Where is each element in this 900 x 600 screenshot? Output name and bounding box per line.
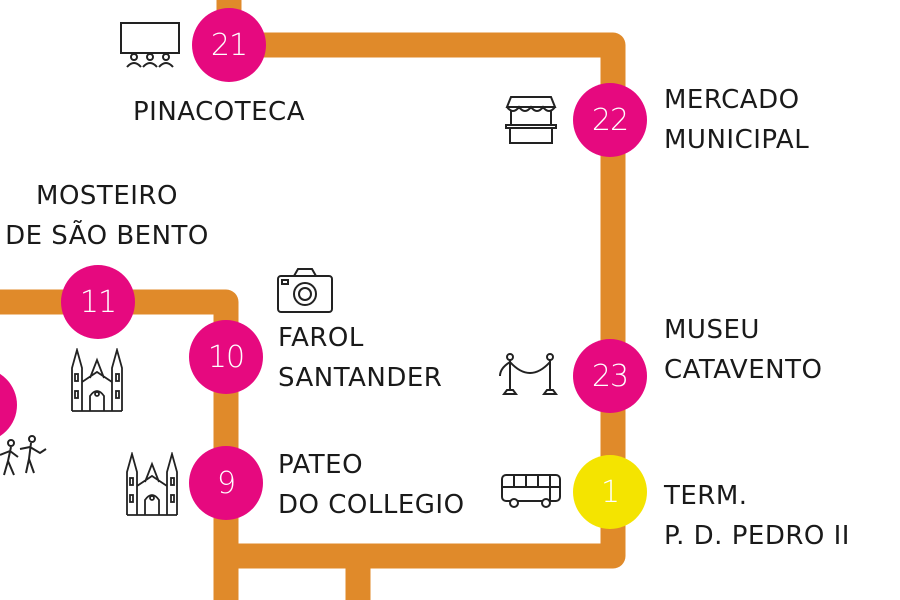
stop-marker-22[interactable]: 22 xyxy=(573,83,647,157)
stop-label-pateo-do-collegio: PATEO DO COLLEGIO xyxy=(278,445,465,525)
label-line: MUNICIPAL xyxy=(664,125,810,155)
label-line: FAROL xyxy=(278,323,364,353)
stop-marker-11[interactable]: 11 xyxy=(61,265,135,339)
dancing-people-icon xyxy=(0,435,47,476)
stop-label-mercado-municipal: MERCADO MUNICIPAL xyxy=(664,80,809,160)
stop-label-museu-catavento: MUSEU CATAVENTO xyxy=(664,310,822,390)
stop-label-pinacoteca: PINACOTECA xyxy=(133,92,305,132)
stop-marker-10[interactable]: 10 xyxy=(189,320,263,394)
label-line: TERM. xyxy=(664,481,748,511)
label-line: PATEO xyxy=(278,450,364,480)
stop-label-term-pd-pedro-ii: TERM. P. D. PEDRO II xyxy=(664,476,850,556)
label-line: MERCADO xyxy=(664,85,800,115)
museum-rope-icon xyxy=(499,353,558,395)
cinema-icon xyxy=(120,22,180,68)
stop-marker-21[interactable]: 21 xyxy=(192,8,266,82)
label-line: PINACOTECA xyxy=(133,97,305,127)
stop-label-mosteiro-sao-bento: MOSTEIRO DE SÃO BENTO xyxy=(0,176,222,256)
label-line: SANTANDER xyxy=(278,363,443,393)
stop-marker-9[interactable]: 9 xyxy=(189,446,263,520)
label-line: MUSEU xyxy=(664,315,760,345)
bus-icon xyxy=(501,474,561,508)
stop-label-farol-santander: FAROL SANTANDER xyxy=(278,318,442,398)
partial-stop-marker xyxy=(0,373,17,437)
label-line: DE SÃO BENTO xyxy=(5,221,209,251)
camera-icon xyxy=(277,268,333,313)
label-line: MOSTEIRO xyxy=(36,181,178,211)
church-icon xyxy=(126,452,178,516)
label-line: CATAVENTO xyxy=(664,355,823,385)
label-line: P. D. PEDRO II xyxy=(664,521,850,551)
market-stall-icon xyxy=(505,96,557,144)
church-icon xyxy=(71,348,123,412)
stop-marker-23[interactable]: 23 xyxy=(573,339,647,413)
stop-marker-1[interactable]: 1 xyxy=(573,455,647,529)
label-line: DO COLLEGIO xyxy=(278,490,465,520)
